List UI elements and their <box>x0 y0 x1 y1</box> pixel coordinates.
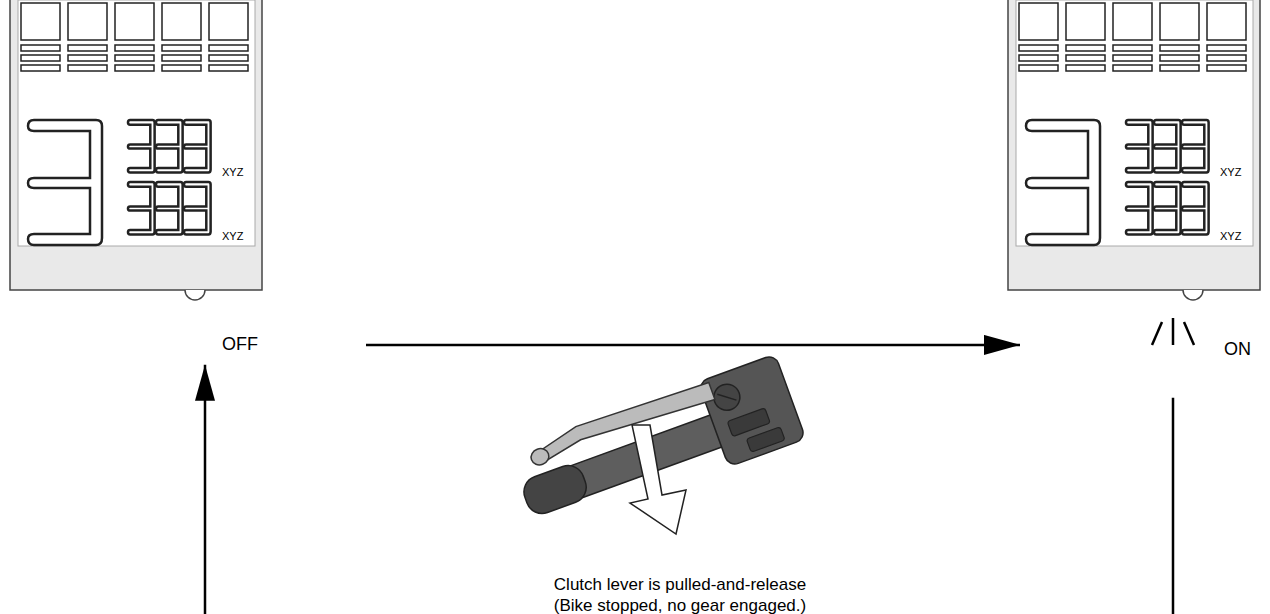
transition-arrow <box>205 365 1173 614</box>
display-unit: XYZ <box>222 230 243 242</box>
state-label: ON <box>1224 340 1251 360</box>
display-unit: XYZ <box>1220 166 1241 178</box>
transition-arrow <box>366 344 1020 347</box>
instrument-panel: XYZXYZOFF <box>10 0 262 290</box>
display-unit: XYZ <box>1220 230 1241 242</box>
instrument-panel <box>10 0 262 300</box>
lamp-rays <box>1152 318 1194 345</box>
state-label: OFF <box>222 335 258 355</box>
instrument-panel <box>1008 0 1260 300</box>
handlebar-illustration <box>508 354 806 536</box>
instrument-panel: XYZXYZON <box>1008 0 1260 290</box>
caption-note: Clutch lever is pulled-and-release <box>552 575 808 595</box>
caption-note: (Bike stopped, no gear engaged.) <box>552 596 808 614</box>
display-unit: XYZ <box>222 166 243 178</box>
